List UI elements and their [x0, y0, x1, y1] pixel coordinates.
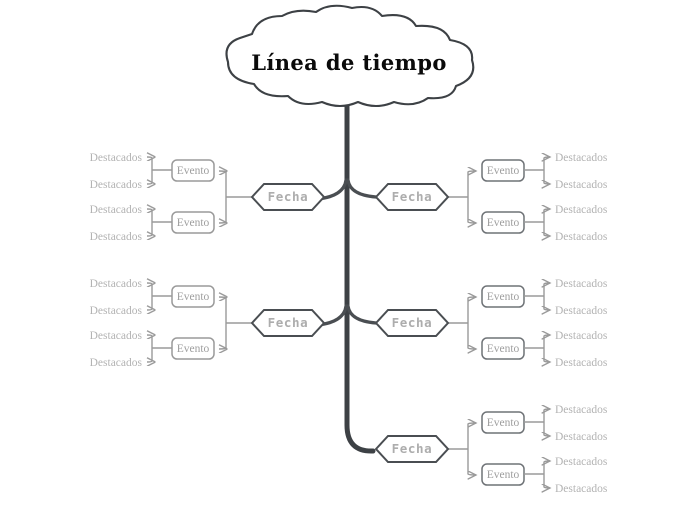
destacado-label: Destacados [555, 278, 608, 290]
fecha-label: Fecha [392, 441, 433, 456]
destacado-label: Destacados [555, 305, 608, 317]
central-trunk [344, 89, 376, 454]
evento-label: Evento [177, 165, 210, 177]
destacado-label: Destacados [555, 179, 608, 191]
fecha-node-right-3[interactable]: Fecha [374, 435, 450, 463]
destacado-label: Destacados [90, 278, 143, 290]
root-node-cloud[interactable]: Línea de tiempo [225, 4, 475, 108]
fecha-node-right-1[interactable]: Fecha [374, 183, 450, 211]
fecha-label: Fecha [268, 189, 309, 204]
destacado-label: Destacados [555, 431, 608, 443]
destacado-label: Destacados [90, 357, 143, 369]
destacado-label: Destacados [90, 231, 143, 243]
branch-right-2: Fecha Evento Destacados Destacados Event… [374, 278, 608, 369]
evento-label: Evento [177, 217, 210, 229]
fecha-node-right-2[interactable]: Fecha [374, 309, 450, 337]
fecha-node-left-2[interactable]: Fecha [250, 309, 326, 337]
branch-left-1: Fecha Evento Destacados Destacados Event… [90, 152, 326, 243]
evento-node-right-2-1[interactable]: Evento [481, 285, 525, 308]
evento-label: Evento [177, 343, 210, 355]
branch-right-3: Fecha Evento Destacados Destacados Event… [374, 404, 608, 495]
evento-node-left-2-2[interactable]: Evento [171, 337, 215, 360]
destacado-label: Destacados [555, 152, 608, 164]
evento-node-right-3-2[interactable]: Evento [481, 463, 525, 486]
destacado-label: Destacados [555, 330, 608, 342]
fecha-label: Fecha [268, 315, 309, 330]
fecha-label: Fecha [392, 315, 433, 330]
destacado-label: Destacados [555, 456, 608, 468]
evento-label: Evento [487, 165, 520, 177]
evento-node-right-1-2[interactable]: Evento [481, 211, 525, 234]
fecha-node-left-1[interactable]: Fecha [250, 183, 326, 211]
destacado-label: Destacados [90, 152, 143, 164]
destacado-label: Destacados [90, 179, 143, 191]
destacado-label: Destacados [555, 231, 608, 243]
destacado-label: Destacados [555, 204, 608, 216]
evento-label: Evento [487, 217, 520, 229]
branch-right-1: Fecha Evento Destacados Destacados Event… [374, 152, 608, 243]
root-title: Línea de tiempo [251, 50, 447, 75]
destacado-label: Destacados [555, 483, 608, 495]
evento-label: Evento [487, 291, 520, 303]
evento-node-right-3-1[interactable]: Evento [481, 411, 525, 434]
evento-node-right-2-2[interactable]: Evento [481, 337, 525, 360]
evento-node-right-1-1[interactable]: Evento [481, 159, 525, 182]
destacado-label: Destacados [555, 357, 608, 369]
evento-node-left-1-1[interactable]: Evento [171, 159, 215, 182]
destacado-label: Destacados [90, 204, 143, 216]
fecha-label: Fecha [392, 189, 433, 204]
destacado-label: Destacados [90, 305, 143, 317]
branch-left-2: Fecha Evento Destacados Destacados Event… [90, 278, 326, 369]
evento-node-left-2-1[interactable]: Evento [171, 285, 215, 308]
evento-label: Evento [177, 291, 210, 303]
evento-label: Evento [487, 469, 520, 481]
destacado-label: Destacados [90, 330, 143, 342]
evento-label: Evento [487, 343, 520, 355]
evento-label: Evento [487, 417, 520, 429]
destacado-label: Destacados [555, 404, 608, 416]
evento-node-left-1-2[interactable]: Evento [171, 211, 215, 234]
